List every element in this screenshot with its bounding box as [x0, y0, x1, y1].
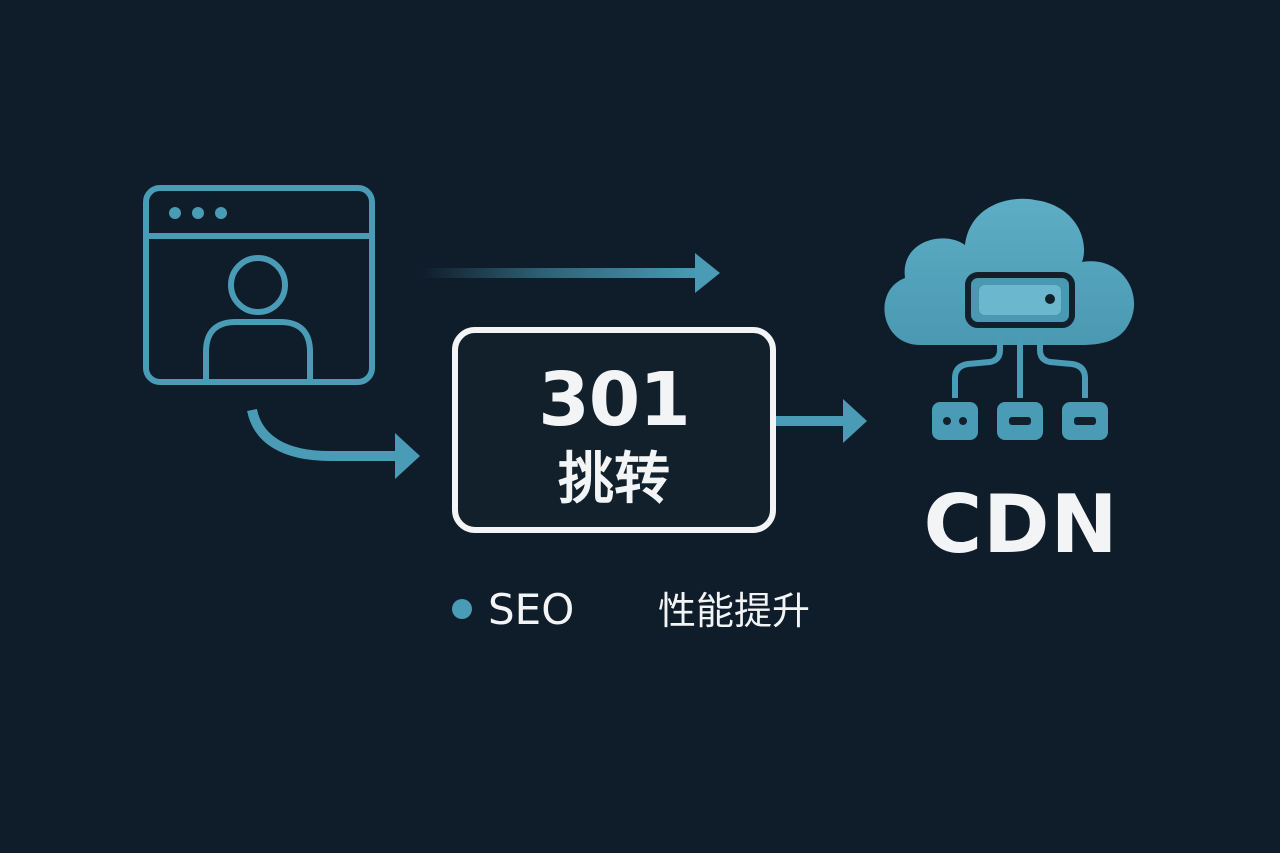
browser-dots-icon	[169, 207, 227, 219]
seo-benefit-label: SEO	[488, 585, 575, 634]
curved-arrow-to-redirect	[247, 408, 420, 479]
arrow-to-cdn	[776, 399, 867, 443]
cdn-cloud-server-icon	[884, 198, 1135, 440]
seo-bullet-icon	[452, 599, 472, 619]
direct-arrow	[420, 253, 720, 293]
redirect-box	[452, 327, 776, 533]
browser-window-user-icon	[143, 185, 375, 385]
redirect-label: 挑转	[558, 447, 670, 512]
cdn-label: CDN	[923, 478, 1119, 571]
performance-benefit-label: 性能提升	[658, 589, 811, 633]
cdn-edge-nodes	[932, 402, 1108, 440]
redirect-code: 301	[538, 357, 690, 443]
